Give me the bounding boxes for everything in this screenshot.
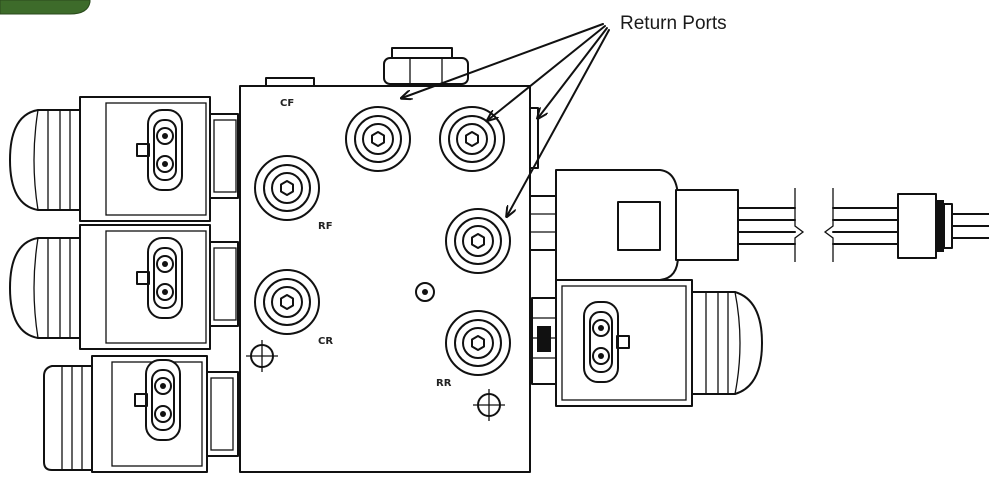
port-cr — [254, 269, 320, 335]
top-hex-fitting — [383, 47, 469, 85]
corner-badge — [0, 0, 91, 15]
return-port-mid-right — [445, 208, 511, 274]
port-label-cr: CR — [318, 336, 333, 347]
solenoid-right — [531, 279, 763, 407]
connector-left-2 — [136, 237, 183, 319]
connector-left-1 — [136, 109, 183, 191]
port-rf — [254, 155, 320, 221]
coil-with-cable — [529, 169, 989, 281]
port-label-rf: RF — [318, 221, 333, 232]
connector-left-3 — [134, 359, 181, 441]
mount-hole-left — [246, 340, 278, 372]
port-cf-top-left — [345, 106, 411, 172]
connector-right — [583, 301, 630, 383]
port-label-cf: CF — [280, 98, 294, 109]
solenoid-left-3 — [43, 355, 239, 473]
solenoid-left-2 — [9, 224, 239, 350]
port-label-rr: RR — [436, 378, 452, 389]
return-ports-label: Return Ports — [620, 13, 727, 34]
port-rr — [445, 310, 511, 376]
mount-hole-right — [473, 389, 505, 421]
solenoid-left-1 — [9, 96, 239, 222]
orifice-plug — [415, 282, 435, 302]
return-port-top-right — [439, 106, 505, 172]
callout-arrows — [402, 23, 610, 216]
